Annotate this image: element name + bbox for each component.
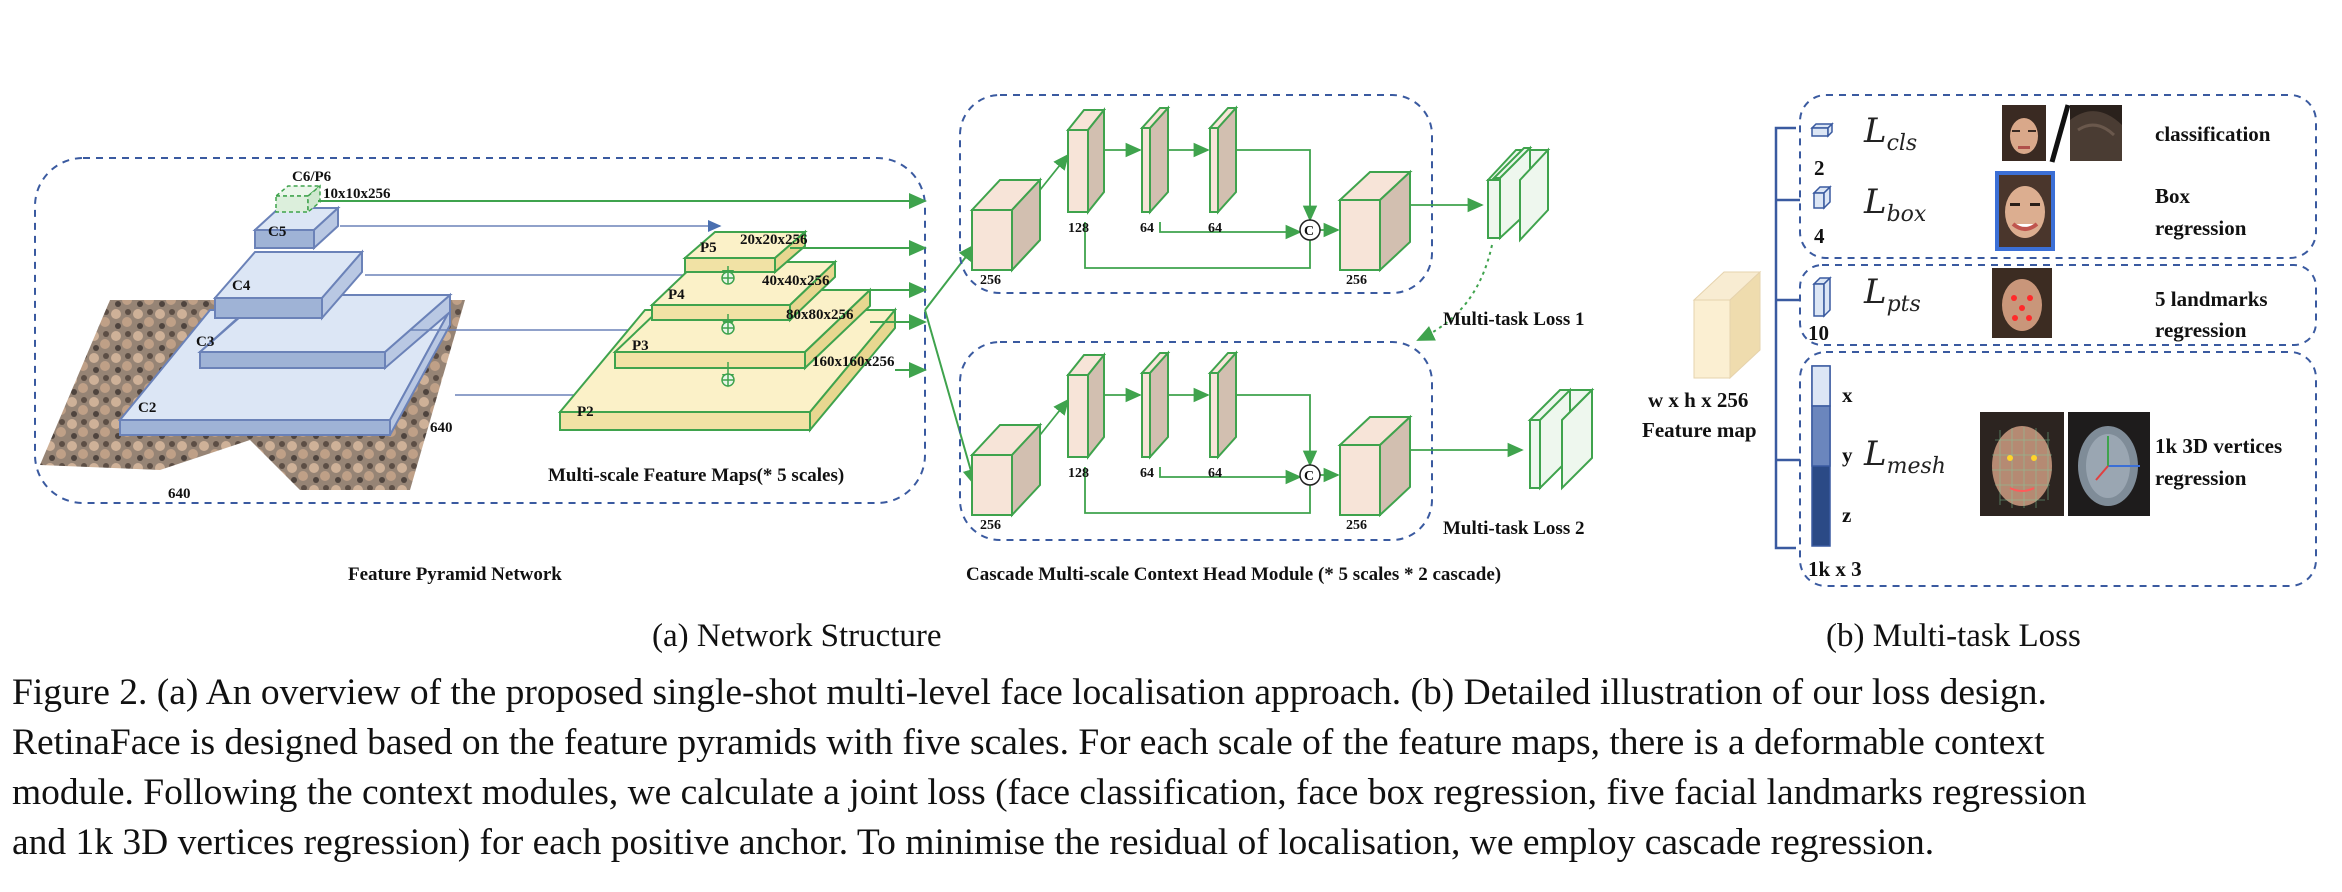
loss-box-cls-box (1799, 94, 2317, 259)
head2-concat: C (1304, 469, 1314, 484)
c4-label: C4 (232, 278, 251, 294)
cascade-dotted-arrow (1416, 244, 1493, 341)
cls-dim-cube (1810, 122, 1834, 138)
p2-dim-label: 160x160x256 (812, 354, 895, 370)
cls-slash (2049, 104, 2071, 163)
c5-layer (252, 205, 341, 251)
caption-line-1: Figure 2. (a) An overview of the propose… (12, 672, 2047, 713)
p3-dim-label: 80x80x256 (786, 307, 854, 323)
feature-map-cube (1692, 270, 1762, 380)
c5-label: C5 (268, 224, 286, 240)
p5-label: P5 (700, 240, 717, 256)
n-mesh: 1k x 3 (1808, 557, 1862, 581)
c3-label: C3 (196, 334, 214, 350)
axis-x: x (1842, 383, 1853, 407)
loss2-label: Multi-task Loss 2 (1443, 518, 1584, 539)
c6-dim-label: 10x10x256 (323, 186, 391, 202)
loss1-label: Multi-task Loss 1 (1443, 309, 1584, 330)
p2-label: P2 (577, 404, 594, 420)
head1-concat: C (1304, 224, 1314, 239)
msfm-label: Multi-scale Feature Maps(* 5 scales) (548, 465, 844, 486)
head1-128: 128 (1068, 221, 1089, 236)
output-stack-1 (1485, 145, 1551, 243)
box-face-image (1995, 171, 2055, 251)
l-pts-symbol: Lpts (1863, 272, 1921, 317)
width-640-right: 640 (430, 420, 453, 436)
loss-bracket (1774, 126, 1796, 550)
mesh-label-2: regression (2155, 466, 2247, 490)
axis-z: z (1842, 503, 1851, 527)
head-box-1 (959, 94, 1433, 294)
pts-label-1: 5 landmarks (2155, 287, 2268, 311)
head1-64b: 64 (1208, 221, 1222, 236)
head-title: Cascade Multi-scale Context Head Module … (966, 564, 1501, 585)
head2-256-out: 256 (1346, 518, 1367, 533)
head2-64b: 64 (1208, 466, 1222, 481)
l-box-symbol: Lbox (1863, 182, 1927, 227)
pts-label-2: regression (2155, 318, 2247, 342)
p4-dim-label: 40x40x256 (762, 273, 830, 289)
subcaption-b: (b) Multi-task Loss (1826, 618, 2081, 654)
n-box: 4 (1814, 224, 1825, 248)
pts-dim-cube (1812, 276, 1832, 318)
axis-y: y (1842, 443, 1853, 467)
network-diagram: C6/P6 10x10x256 C5 C4 C3 C2 640 640 P5 P… (34, 94, 2317, 654)
p3-label: P3 (632, 338, 649, 354)
head-module-1 (969, 105, 1484, 273)
mesh-dim-bar (1811, 365, 1831, 547)
cls-face-image (2002, 105, 2046, 161)
output-stack-2 (1527, 387, 1595, 491)
p5-dim-label: 20x20x256 (740, 232, 808, 248)
head-box-2 (959, 341, 1433, 541)
box-label-2: regression (2155, 216, 2247, 240)
width-640-bottom: 640 (168, 486, 191, 502)
c2-label: C2 (138, 400, 156, 416)
bracket-ticks (1776, 198, 1800, 462)
l-cls-symbol: Lcls (1863, 111, 1917, 156)
cls-label: classification (2155, 122, 2271, 146)
feature-map-label: Feature map (1642, 418, 1757, 442)
n-cls: 2 (1814, 156, 1825, 180)
subcaption-a: (a) Network Structure (652, 618, 942, 654)
p5-layer (682, 229, 808, 275)
landmark-face-image (1992, 268, 2052, 338)
box-label-1: Box (2155, 184, 2191, 208)
head-module-2 (969, 350, 1524, 518)
figure-caption: Figure 2. (a) An overview of the propose… (12, 668, 2332, 868)
mesh-label-1: 1k 3D vertices (2155, 434, 2282, 458)
mesh-render-image (2068, 412, 2150, 516)
caption-line-4: and 1k 3D vertices regression) for each … (12, 822, 1935, 863)
loss-box-pts (1799, 264, 2317, 346)
pyramid-to-head-arrows (318, 193, 979, 487)
caption-line-2: RetinaFace is designed based on the feat… (12, 722, 2045, 763)
c6p6-label: C6/P6 (292, 169, 332, 185)
l-mesh-symbol: Lmesh (1863, 434, 1946, 479)
fpn-dashed-box (34, 157, 926, 504)
p4-label: P4 (668, 287, 685, 303)
feature-dim-label: w x h x 256 (1648, 388, 1748, 412)
fpn-title: Feature Pyramid Network (348, 564, 562, 585)
add-icons (721, 271, 735, 387)
n-pts: 10 (1808, 321, 1829, 345)
mesh-face-image (1980, 412, 2064, 516)
head2-64a: 64 (1140, 466, 1154, 481)
cls-hair-image (2070, 105, 2122, 161)
head1-64a: 64 (1140, 221, 1154, 236)
c4-layer (212, 249, 365, 321)
head1-256-in: 256 (980, 273, 1001, 288)
head2-128: 128 (1068, 466, 1089, 481)
head1-256-out: 256 (1346, 273, 1367, 288)
head2-256-in: 256 (980, 518, 1001, 533)
box-dim-cube (1812, 185, 1832, 210)
caption-line-3: module. Following the context modules, w… (12, 772, 2087, 813)
